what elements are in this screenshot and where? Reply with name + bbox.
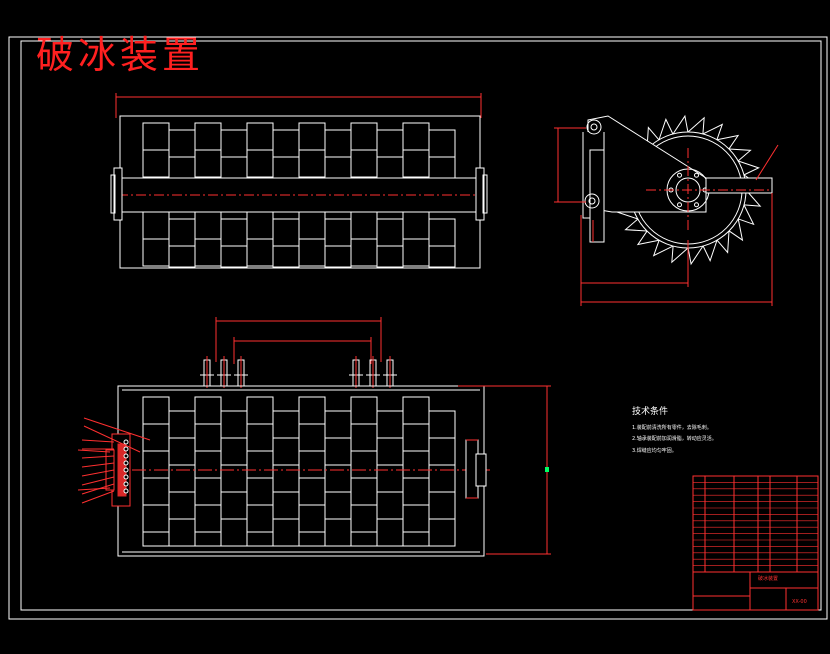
saw-tooth (716, 230, 730, 254)
bearing-left-top (113, 167, 123, 221)
side-view (554, 114, 779, 306)
pivot-upper (586, 119, 602, 135)
bearing-right-top (475, 167, 485, 221)
tech-note-1: 1.装配前清洗所有零件，去除毛刺。 (632, 425, 712, 431)
title-block-code: XX-00 (792, 599, 807, 605)
saw-tooth (687, 245, 704, 266)
bolt-hole (694, 202, 699, 208)
bolt-hole (677, 172, 682, 178)
saw-tooth (728, 148, 752, 162)
pivot-lower (584, 193, 600, 209)
tech-note-3: 3.焊缝应均匀牢固。 (632, 448, 677, 454)
bolt-hole (694, 172, 699, 178)
drawing-title: 破冰装置 (36, 33, 205, 77)
shaft-end-side (705, 177, 773, 194)
saw-tooth (744, 189, 762, 207)
breaker-teeth-lower (142, 211, 456, 268)
front-view (110, 317, 551, 557)
title-block-name: 破冰装置 (758, 575, 778, 582)
top-view (110, 93, 488, 269)
saw-tooth (624, 218, 648, 232)
saw-tooth (687, 116, 705, 134)
saw-tooth (658, 118, 674, 140)
outer-border (8, 36, 828, 620)
breaker-teeth-front (142, 396, 456, 547)
saw-tooth (738, 160, 760, 176)
tooth-block (428, 245, 456, 268)
saw-tooth (738, 204, 755, 226)
title-block (692, 475, 819, 611)
grip-marker (545, 467, 549, 472)
saw-tooth (716, 134, 740, 150)
tooth-block (428, 518, 456, 547)
inner-frame (20, 40, 822, 611)
bolt-hole (677, 202, 682, 208)
breaker-teeth-upper (142, 122, 456, 179)
saw-tooth (671, 246, 689, 264)
side-leader (755, 144, 779, 181)
saw-tooth (702, 123, 724, 140)
tech-note-2: 2.轴承装配前加润滑脂，转动应灵活。 (632, 436, 717, 442)
saw-tooth (702, 240, 718, 262)
saw-tooth (728, 218, 744, 242)
tech-requirements-heading: 技术条件 (632, 407, 669, 417)
drive-assembly (77, 417, 151, 507)
saw-tooth (672, 114, 689, 135)
saw-tooth (652, 240, 674, 257)
saw-tooth (636, 230, 660, 246)
